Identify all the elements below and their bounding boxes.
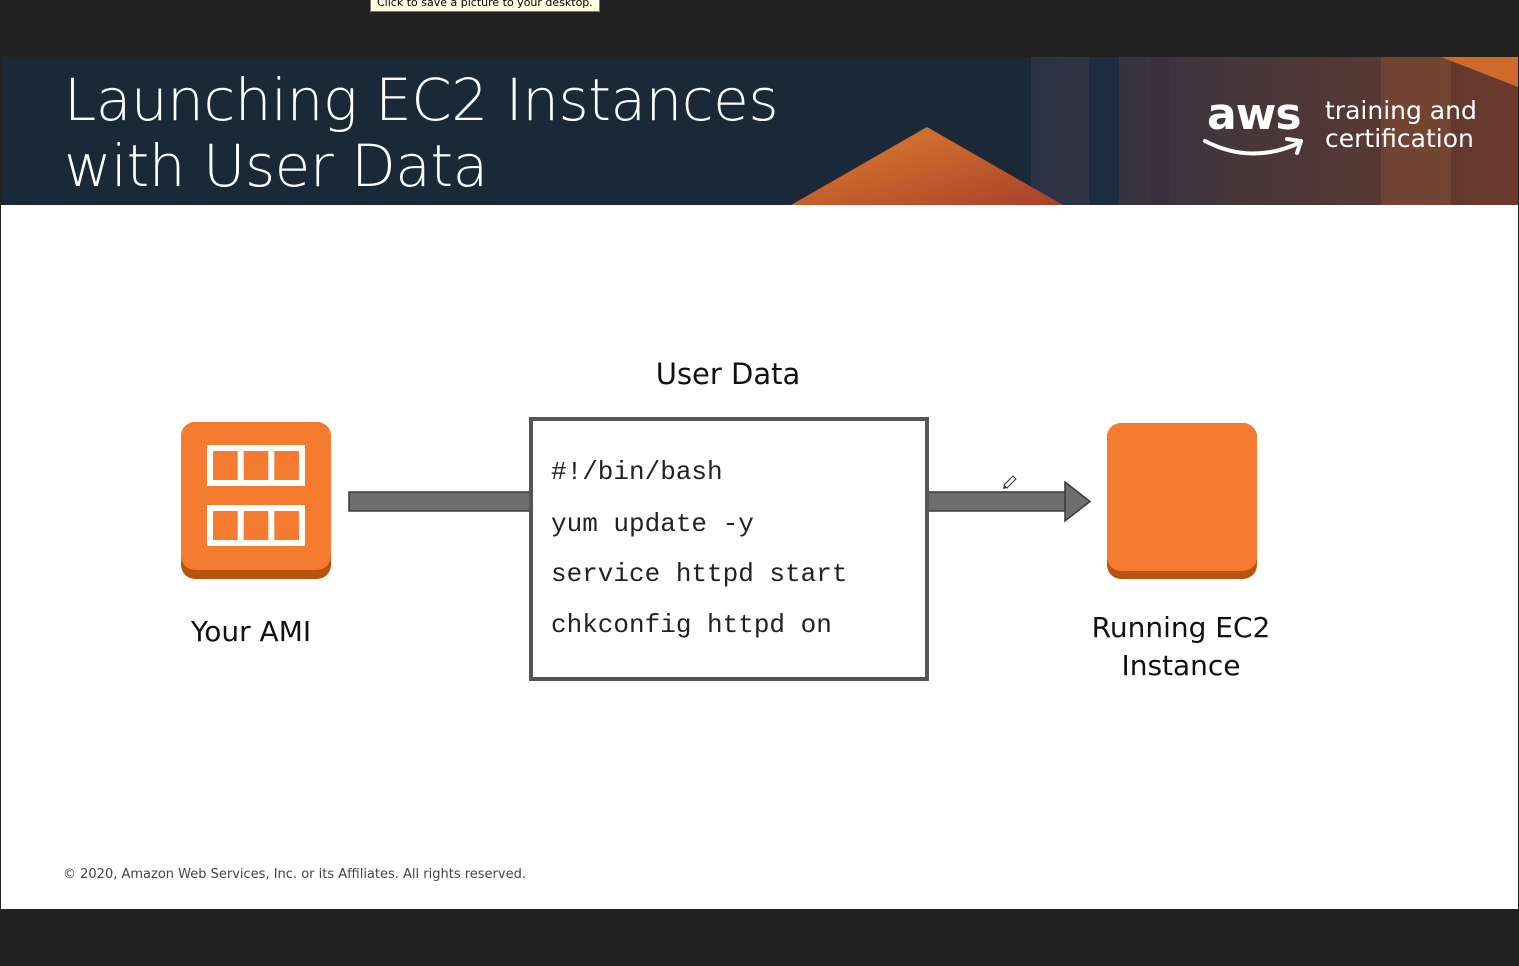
ec2-label: Running EC2 Instance xyxy=(1061,609,1301,685)
code-line: chkconfig httpd on xyxy=(551,610,832,640)
slide: Launching EC2 Instances with User Data a… xyxy=(1,57,1518,909)
user-data-title: User Data xyxy=(655,357,801,391)
aws-smile-icon xyxy=(1203,137,1303,156)
arrow-right-icon xyxy=(925,480,1092,523)
aws-wordmark: aws xyxy=(1207,89,1302,140)
code-line: yum update -y xyxy=(551,509,754,539)
ec2-instance-icon xyxy=(1107,423,1257,579)
ami-icon xyxy=(181,422,331,579)
copyright-footer: © 2020, Amazon Web Services, Inc. or its… xyxy=(63,867,526,882)
ec2-label-line-1: Running EC2 xyxy=(1091,611,1271,644)
ami-grid-icon xyxy=(207,445,305,546)
code-line: service httpd start xyxy=(551,559,848,589)
aws-tagline-line-2: certification xyxy=(1325,124,1474,153)
save-picture-tooltip: Click to save a picture to your desktop. xyxy=(370,0,600,12)
aws-tagline: training and certification xyxy=(1325,97,1495,153)
ami-label: Your AMI xyxy=(190,615,312,648)
title-line-1: Launching EC2 Instances xyxy=(64,66,779,134)
slide-header: Launching EC2 Instances with User Data a… xyxy=(1,57,1518,205)
arrow-in-shaft xyxy=(348,491,531,512)
code-line: #!/bin/bash xyxy=(551,457,723,487)
aws-tagline-line-1: training and xyxy=(1325,96,1477,125)
slide-title: Launching EC2 Instances with User Data xyxy=(64,66,779,200)
header-decoration xyxy=(791,57,1518,205)
pen-cursor-icon xyxy=(1003,475,1017,489)
user-data-script-box: #!/bin/bash yum update -y service httpd … xyxy=(529,417,929,681)
ec2-label-line-2: Instance xyxy=(1121,649,1241,682)
title-line-2: with User Data xyxy=(64,132,488,200)
